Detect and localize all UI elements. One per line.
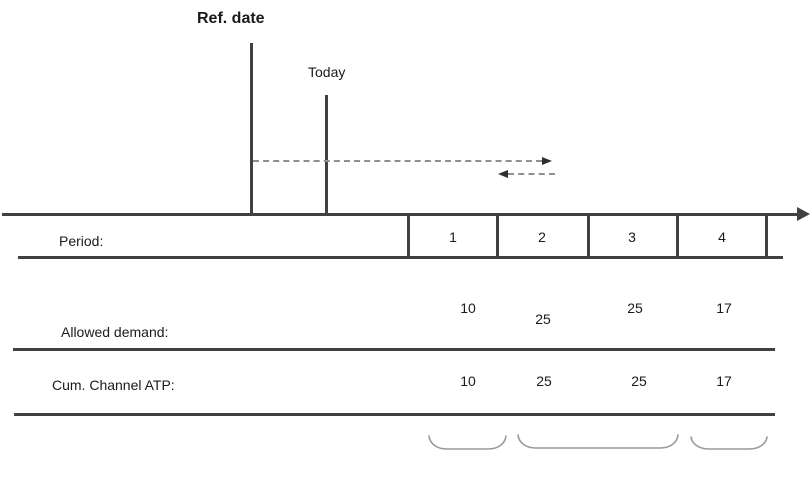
backward-horizon-dashed-line xyxy=(508,173,555,175)
period-number-3: 3 xyxy=(628,229,636,245)
forward-horizon-dashed-line xyxy=(253,160,542,162)
ref-date-label: Ref. date xyxy=(197,10,265,27)
today-label: Today xyxy=(308,64,346,80)
time-axis-line xyxy=(2,213,798,216)
brace-period-4-icon xyxy=(690,435,768,453)
period-band-bottom-line xyxy=(18,256,783,259)
brace-period-1-icon xyxy=(428,434,507,453)
forward-arrowhead-icon xyxy=(542,157,552,165)
period-divider-3 xyxy=(676,215,679,257)
time-axis-arrowhead-icon xyxy=(797,207,810,221)
allowed-demand-value-4: 17 xyxy=(716,300,732,316)
cum-channel-atp-value-1: 10 xyxy=(460,373,476,389)
allowed-demand-value-3: 25 xyxy=(627,300,643,316)
ref-date-marker-line xyxy=(250,43,253,215)
period-divider-0 xyxy=(407,215,410,257)
period-divider-1 xyxy=(496,215,499,257)
cum-channel-atp-separator-line xyxy=(14,413,775,416)
cum-channel-atp-value-2: 25 xyxy=(536,373,552,389)
today-marker-line xyxy=(325,95,328,215)
period-number-4: 4 xyxy=(718,229,726,245)
brace-periods-2-3-icon xyxy=(517,433,679,452)
period-divider-4 xyxy=(765,215,768,257)
allowed-demand-label: Allowed demand: xyxy=(61,324,169,340)
period-row-label: Period: xyxy=(59,233,104,249)
period-number-1: 1 xyxy=(449,229,457,245)
period-number-2: 2 xyxy=(538,229,546,245)
period-divider-2 xyxy=(587,215,590,257)
backward-arrowhead-icon xyxy=(498,170,508,178)
allowed-demand-value-2: 25 xyxy=(535,311,551,327)
cum-channel-atp-value-3: 25 xyxy=(631,373,647,389)
cum-channel-atp-label: Cum. Channel ATP: xyxy=(52,377,175,393)
cum-channel-atp-value-4: 17 xyxy=(716,373,732,389)
allowed-demand-separator-line xyxy=(13,348,775,351)
allowed-demand-value-1: 10 xyxy=(460,300,476,316)
